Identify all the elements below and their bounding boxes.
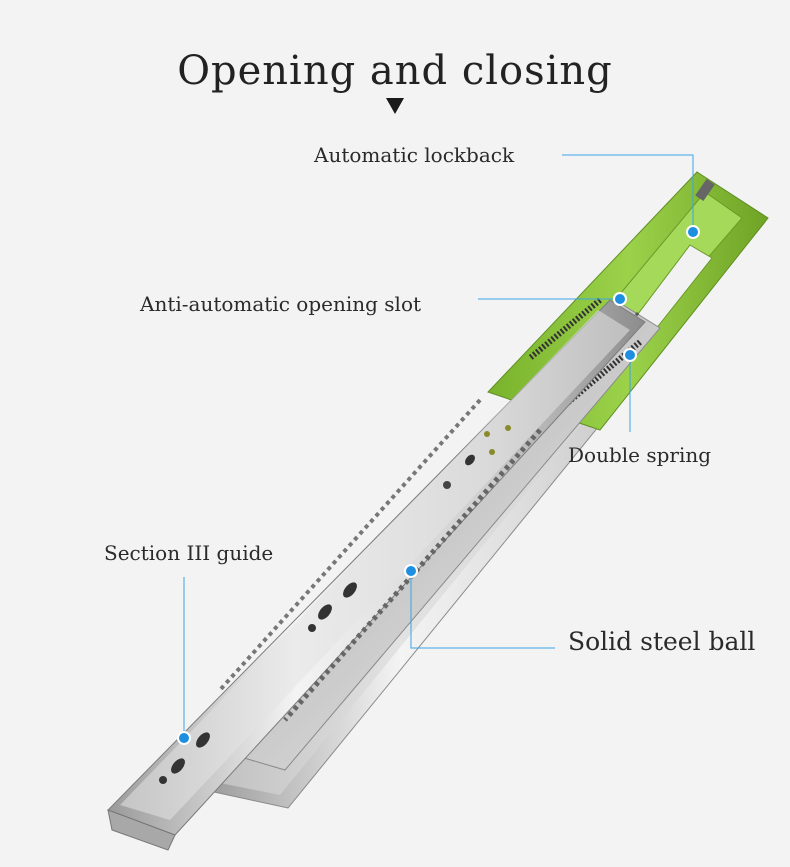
dot-spring	[623, 348, 637, 362]
callout-lines	[183, 154, 694, 738]
label-solid-steel-ball: Solid steel ball	[568, 627, 756, 656]
label-automatic-lockback: Automatic lockback	[314, 143, 515, 167]
page-title: Opening and closing	[177, 48, 613, 94]
callout-line-ball	[410, 571, 555, 649]
label-section-iii-guide: Section III guide	[104, 541, 274, 565]
inner-rail	[107, 299, 646, 851]
dot-guide	[177, 731, 191, 745]
callout-dots	[177, 225, 700, 745]
dot-lockback	[686, 225, 700, 239]
dot-ball	[404, 564, 418, 578]
dot-anti-slot	[613, 292, 627, 306]
label-anti-automatic-opening-slot: Anti-automatic opening slot	[140, 292, 422, 316]
label-double-spring: Double spring	[568, 443, 712, 467]
callout-line-lockback	[562, 154, 694, 232]
down-triangle-icon	[386, 98, 404, 114]
